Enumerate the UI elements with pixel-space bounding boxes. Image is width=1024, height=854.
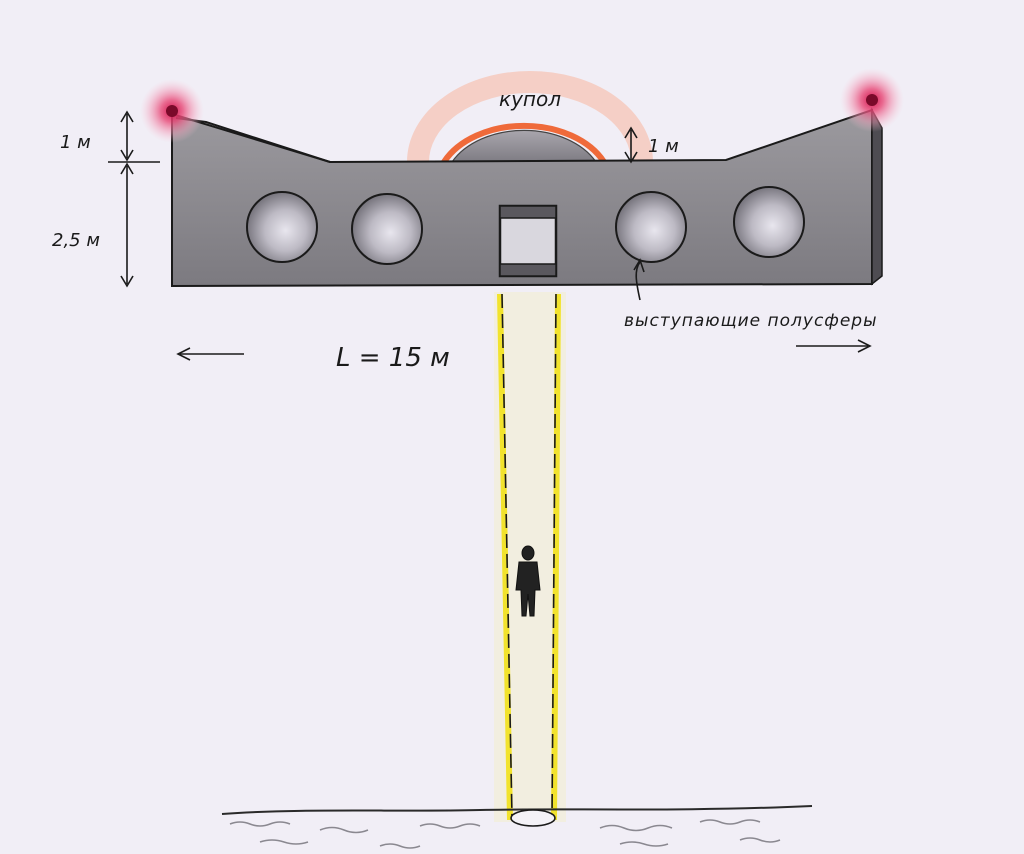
label-dome: купол [499, 87, 561, 111]
red-lights [140, 68, 904, 143]
label-body-height: 2,5 м [52, 230, 100, 251]
dome [407, 71, 653, 164]
beam-base-ellipse [510, 809, 556, 827]
label-top-height: 1 м [60, 132, 91, 153]
labels: купол 1 м 1 м 2,5 м выступающие полусфер… [52, 87, 878, 373]
hemisphere-4 [733, 186, 805, 258]
hemisphere-3 [615, 191, 687, 263]
label-hemispheres: выступающие полусферы [624, 311, 878, 331]
human-figure [515, 545, 541, 617]
hemisphere-1 [246, 191, 318, 263]
hatch-door [498, 204, 558, 278]
label-length: L = 15 м [336, 343, 450, 373]
label-dome-height: 1 м [648, 136, 679, 157]
hemispheres [246, 186, 805, 265]
hemisphere-2 [351, 193, 423, 265]
dimension-markers [108, 110, 872, 361]
ground [221, 805, 813, 849]
light-beam [494, 292, 566, 822]
